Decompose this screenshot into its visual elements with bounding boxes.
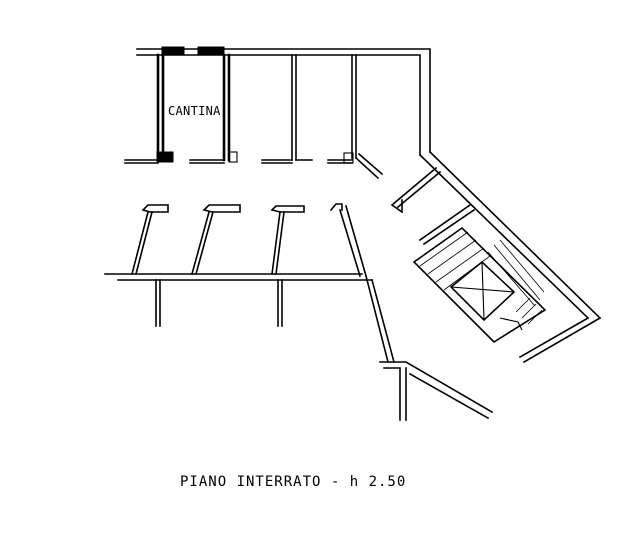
staircase [412, 226, 547, 344]
cantina-room [124, 53, 238, 164]
top-wall [136, 46, 431, 156]
diagonal-walls [390, 150, 602, 364]
upper-cellars [261, 54, 384, 180]
room-label-cantina: CANTINA [168, 104, 221, 118]
lower-cellars [104, 203, 373, 327]
lower-corridor [365, 275, 494, 421]
plan-caption: PIANO INTERRATO - h 2.50 [180, 474, 406, 490]
